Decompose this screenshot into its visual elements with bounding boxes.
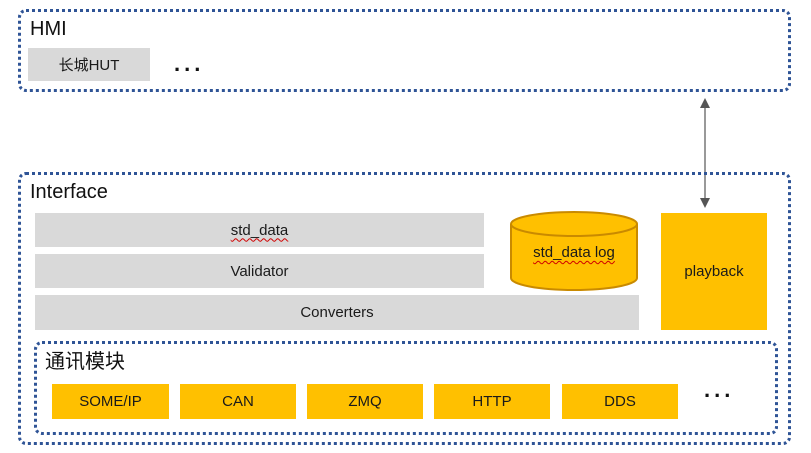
hmi-item-hut: 长城HUT xyxy=(28,48,150,81)
std-data-log-label: std_data log xyxy=(533,244,615,261)
hmi-title: HMI xyxy=(30,18,67,40)
comm-title: 通讯模块 xyxy=(45,351,125,373)
comm-group xyxy=(34,341,778,435)
protocol-http: HTTP xyxy=(434,384,550,419)
protocol-someip: SOME/IP xyxy=(52,384,169,419)
converters-layer: Converters xyxy=(35,295,639,330)
protocol-dds: DDS xyxy=(562,384,678,419)
validator-layer: Validator xyxy=(35,254,484,288)
protocol-can: CAN xyxy=(180,384,296,419)
hmi-group xyxy=(18,9,791,92)
interface-title: Interface xyxy=(30,181,108,203)
comm-ellipsis: ... xyxy=(704,377,735,402)
interface-group xyxy=(18,172,791,445)
hmi-ellipsis: ... xyxy=(174,51,205,76)
std-data-label: std_data xyxy=(230,221,289,239)
playback-box: playback xyxy=(661,213,767,330)
protocol-zmq: ZMQ xyxy=(307,384,423,419)
std-data-layer: std_data xyxy=(35,213,484,247)
